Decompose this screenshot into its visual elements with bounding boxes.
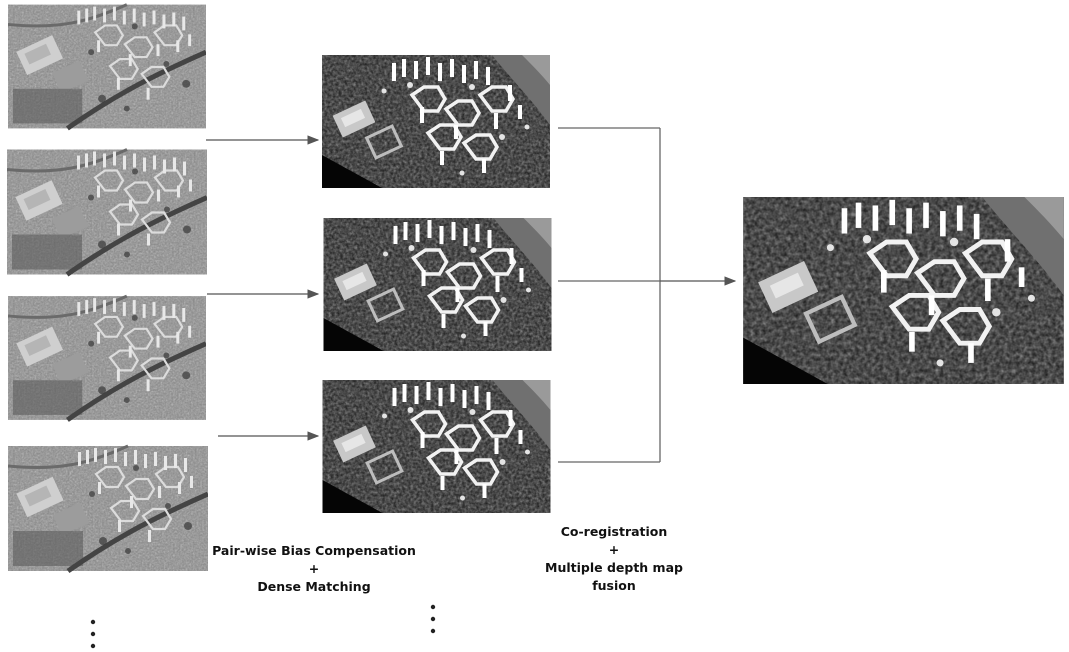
depth-map-3 — [323, 380, 551, 513]
fusion-connector — [558, 127, 661, 463]
input-image-4 — [8, 446, 208, 571]
input-image-2 — [7, 150, 207, 275]
fusion-label-plus: + — [608, 542, 620, 557]
matching-label-line-2: Dense Matching — [257, 579, 371, 594]
input-image-1 — [8, 5, 206, 129]
fused-depth-map — [743, 197, 1064, 384]
matching-stage-label: Pair-wise Bias Compensation + Dense Matc… — [196, 542, 432, 596]
fusion-stage-label: Co-registration + Multiple depth map fus… — [540, 523, 688, 595]
more-inputs-ellipsis — [90, 619, 96, 649]
fusion-label-line-1: Co-registration — [560, 524, 668, 539]
depth-map-1 — [322, 55, 550, 188]
input-image-3 — [8, 296, 206, 420]
matching-label-plus: + — [308, 561, 320, 576]
fusion-label-line-3: fusion — [592, 578, 636, 593]
fusion-label-line-2: Multiple depth map — [545, 560, 683, 575]
more-depth-maps-ellipsis — [430, 604, 436, 634]
depth-map-2 — [324, 218, 552, 351]
matching-label-line-1: Pair-wise Bias Compensation — [212, 543, 416, 558]
